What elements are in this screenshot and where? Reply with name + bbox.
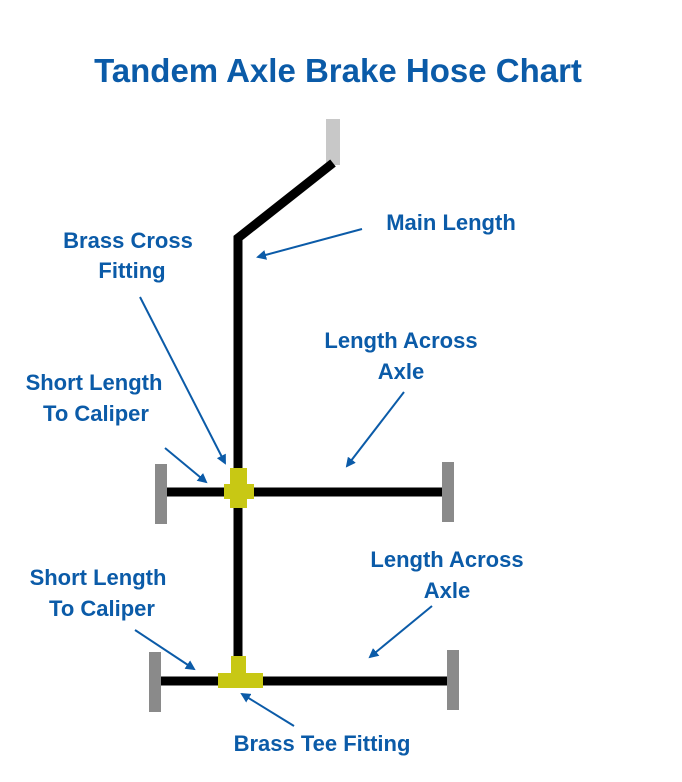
- brass-cross-fitting: [224, 468, 254, 508]
- arrow-main-length: [256, 228, 363, 260]
- caliper-bottom-left: [149, 652, 161, 712]
- brass-tee-fitting: [218, 656, 263, 688]
- hose-end-fitting: [326, 119, 340, 165]
- caliper-top-right: [442, 462, 454, 522]
- arrow-brass-cross: [139, 296, 226, 465]
- label-brass-tee: Brass Tee Fitting: [234, 731, 411, 756]
- caliper-bottom-right: [447, 650, 459, 710]
- caliper-top-left: [155, 464, 167, 524]
- arrow-across-bottom: [368, 605, 433, 659]
- label-short-top-line1: Short Length: [26, 370, 163, 395]
- arrow-short-bottom: [134, 629, 196, 671]
- label-across-bottom-line1: Length Across: [370, 547, 523, 572]
- main-length-hose: [233, 159, 336, 492]
- arrow-short-top: [164, 447, 208, 484]
- label-across-bottom-line2: Axle: [424, 578, 470, 603]
- arrow-across-top: [345, 391, 405, 468]
- label-main-length: Main Length: [386, 210, 516, 235]
- label-short-bottom-line1: Short Length: [30, 565, 167, 590]
- label-short-top-line2: To Caliper: [43, 401, 149, 426]
- label-across-top-line1: Length Across: [324, 328, 477, 353]
- label-brass-cross-line1: Brass Cross: [63, 228, 193, 253]
- chart-title: Tandem Axle Brake Hose Chart: [94, 52, 582, 89]
- label-short-bottom-line2: To Caliper: [49, 596, 155, 621]
- label-across-top-line2: Axle: [378, 359, 424, 384]
- label-brass-cross-line2: Fitting: [98, 258, 165, 283]
- arrow-brass-tee: [240, 692, 295, 727]
